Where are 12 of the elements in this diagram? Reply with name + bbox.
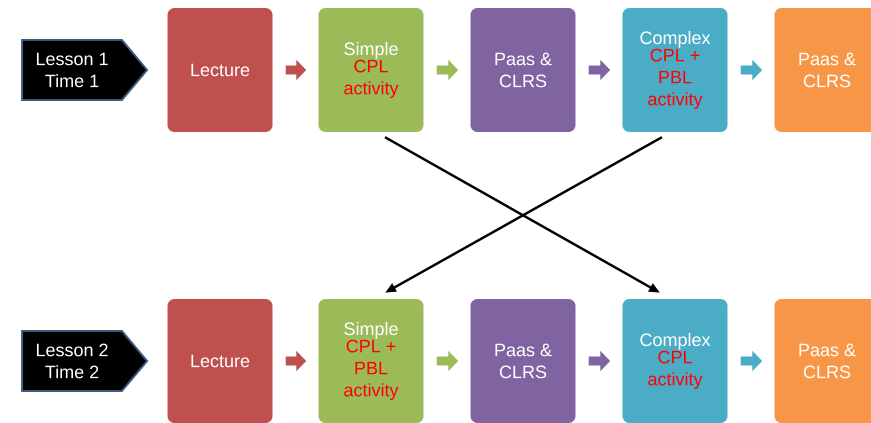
step-box: Paas & CLRS [774, 299, 871, 423]
lesson-tag: Lesson 1 Time 1 [21, 39, 148, 101]
lesson-tag: Lesson 2 Time 2 [21, 330, 148, 392]
step-box: Simple CPL + PBL activity [318, 299, 424, 423]
step-box: Simple CPL activity [318, 8, 424, 132]
step-box: Lecture [168, 299, 272, 423]
step-box: Complex CPL activity [622, 299, 728, 423]
step-box: Lecture [168, 8, 272, 132]
step-box: Paas & CLRS [470, 8, 576, 132]
step-box: Paas & CLRS [470, 299, 576, 423]
step-box: Paas & CLRS [774, 8, 871, 132]
step-box: Complex CPL + PBL activity [622, 8, 728, 132]
